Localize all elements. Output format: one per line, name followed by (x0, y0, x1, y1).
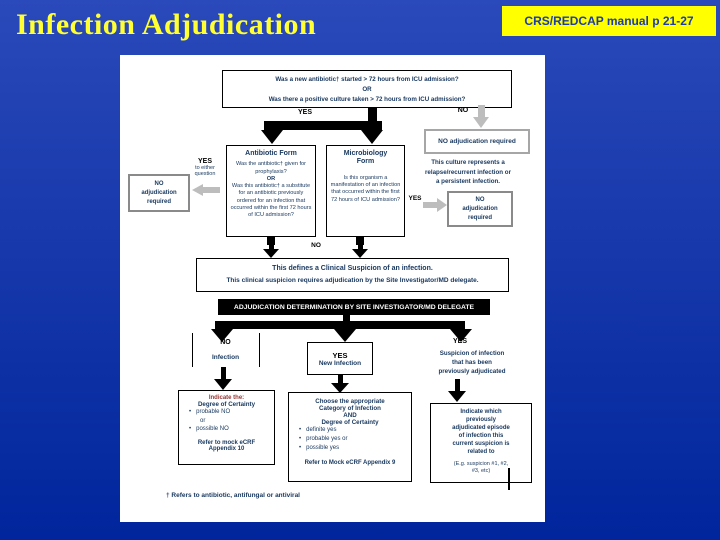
micro-form-title-line1: Microbiology (343, 150, 388, 157)
arrow-down-icon (331, 383, 349, 393)
antibiotic-q1: Was the antibiotic† given for prophylaxi… (235, 161, 307, 175)
arrow-down-icon (352, 249, 368, 258)
branch-bracket-line (192, 333, 193, 367)
gray-arrow-right-icon (437, 198, 447, 212)
gray-arrow-down-icon (473, 117, 489, 128)
antibiotic-or: OR (266, 175, 276, 182)
branch-bracket-line (259, 333, 260, 367)
connector-shaft (338, 375, 343, 384)
top-question-line2: Was there a positive culture taken > 72 … (268, 95, 466, 103)
slide-title: Infection Adjudication (16, 8, 317, 41)
gray-arrow-left-shaft (203, 187, 220, 193)
connector-shaft (455, 379, 460, 391)
connector-square (356, 237, 364, 245)
footnote: † Refers to antibiotic, antifungal or an… (166, 492, 300, 499)
no-adjudication-top-text: NO adjudication required (438, 138, 516, 145)
no-mid-label: NO (311, 242, 321, 249)
yes-split-stem (368, 108, 377, 123)
connector-shaft (269, 245, 274, 251)
branch-new-infection-box: YES New Infection (307, 342, 373, 375)
bullet-icon: • (299, 436, 302, 442)
branch-prev-label: YES (452, 338, 467, 345)
bullet-icon: • (299, 445, 302, 451)
culture-note: This culture represents a relapse/recurr… (425, 159, 511, 186)
connector-stub (508, 468, 510, 490)
category-infection-box: Choose the appropriate Category of Infec… (288, 392, 412, 482)
arrow-down-icon (334, 329, 356, 342)
yes-either-label: YES to either question (194, 158, 216, 177)
bullet-icon: • (189, 426, 192, 433)
distribution-stem (343, 315, 350, 322)
branch-no-label: NO (220, 339, 231, 346)
no-top-label: NO (457, 107, 469, 114)
manual-reference-badge: CRS/REDCAP manual p 21-27 (502, 6, 716, 36)
yes-split-bar (264, 121, 382, 130)
no-gray-arrow-stem (478, 105, 485, 117)
antibiotic-form-title: Antibiotic Form (245, 150, 297, 157)
degree-certainty-no-box: Indicate the: Degree of Certainty •proba… (178, 390, 275, 465)
arrow-down-icon (361, 130, 383, 144)
yes-split-label: YES (297, 109, 312, 116)
top-question-box: Was a new antibiotic† started > 72 hours… (222, 70, 512, 108)
micro-form-title-line2: Form (356, 158, 375, 166)
connector-shaft (358, 245, 363, 251)
top-question-line1: Was a new antibiotic† started > 72 hours… (275, 75, 459, 83)
microbiology-form-box: Microbiology Form Is this organism a man… (326, 145, 405, 237)
gray-arrow-right-shaft (423, 202, 437, 208)
arrow-down-icon (448, 391, 466, 402)
no-adjudication-required-top-box: NO adjudication required (424, 129, 530, 154)
previous-episode-box: Indicate which previously adjudicated ep… (430, 403, 532, 483)
flowchart-panel: Was a new antibiotic† started > 72 hours… (120, 55, 545, 522)
arrow-down-icon (263, 249, 279, 258)
arrow-down-icon (261, 130, 283, 144)
micro-form-question: Is this organism a manifestation of an i… (330, 174, 401, 203)
arrow-down-icon (211, 329, 233, 342)
yes-right-label: YES (408, 195, 422, 202)
no-adjudication-required-right-box: NO adjudication required (447, 191, 513, 227)
gray-arrow-left-icon (192, 184, 203, 196)
arrow-down-icon (214, 379, 232, 390)
top-question-or: OR (362, 85, 372, 93)
clinical-suspicion-box: This defines a Clinical Suspicion of an … (196, 258, 509, 292)
antibiotic-form-box: Antibiotic Form Was the antibiotic† give… (226, 145, 316, 237)
adjudication-bar: ADJUDICATION DETERMINATION BY SITE INVES… (218, 299, 490, 315)
arrow-down-icon (450, 329, 472, 342)
no-adjudication-required-left-box: NO adjudication required (128, 174, 190, 212)
bullet-icon: • (189, 409, 192, 415)
antibiotic-q2: Was this antibiotic† a substitute for an… (230, 183, 312, 219)
branch-no-sub: Infection (211, 354, 240, 361)
branch-prev-sub: Suspicion of infection that has been pre… (438, 350, 506, 375)
distribution-bar (215, 321, 465, 329)
bullet-icon: • (299, 427, 302, 433)
connector-square (267, 237, 275, 245)
connector-shaft (221, 367, 226, 379)
